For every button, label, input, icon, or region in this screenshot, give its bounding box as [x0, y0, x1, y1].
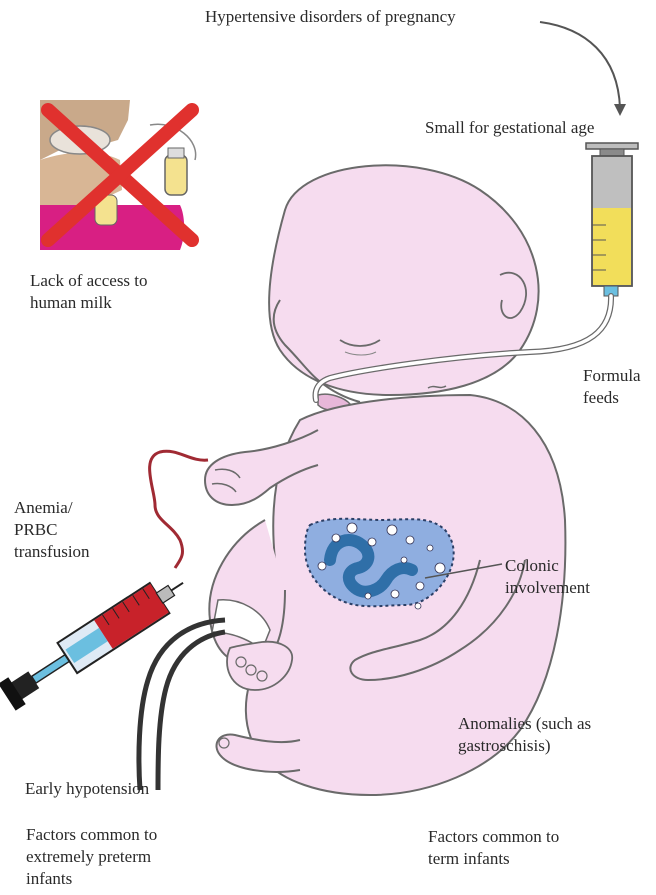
term-factors-label: Factors common to term infants — [428, 826, 559, 870]
blood-catheter — [150, 451, 208, 568]
hypertensive-label: Hypertensive disorders of pregnancy — [205, 6, 456, 28]
anomalies-label: Anomalies (such as gastroschisis) — [458, 713, 591, 757]
sga-label: Small for gestational age — [425, 117, 594, 139]
lack-milk-label: Lack of access to human milk — [30, 270, 148, 314]
hypotension-lines — [139, 620, 225, 790]
preterm-factors-label: Factors common to extremely preterm infa… — [26, 824, 157, 890]
formula-label: Formula feeds — [583, 365, 641, 409]
early-hypotension-label: Early hypotension — [25, 778, 149, 800]
anemia-label: Anemia/ PRBC transfusion — [14, 497, 90, 563]
breastfeeding-crossed-icon — [40, 100, 200, 250]
colonic-label: Colonic involvement — [505, 555, 590, 599]
curved-arrow — [540, 22, 626, 116]
infant-figure — [205, 165, 565, 795]
feeding-syringe-icon — [586, 143, 638, 296]
